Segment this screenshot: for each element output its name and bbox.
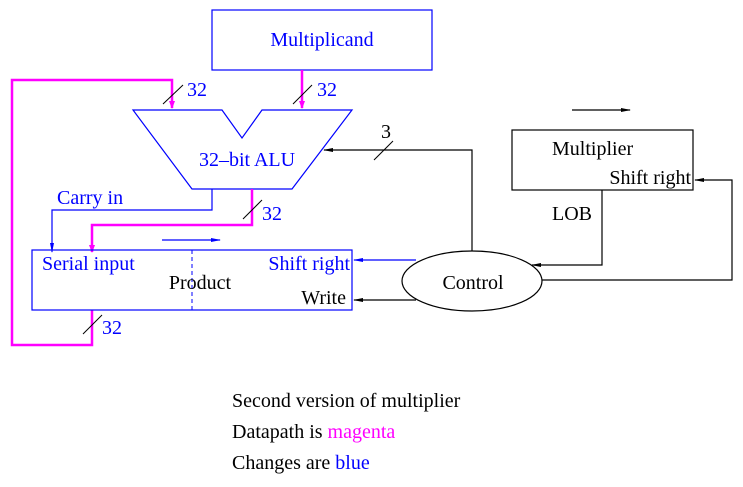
multiplicand-label: Multiplicand <box>270 29 373 51</box>
control-to-alu-line <box>323 148 473 251</box>
product-label: Product <box>169 272 232 294</box>
bus-width-product-out: 32 <box>102 317 122 339</box>
control-label: Control <box>442 272 504 294</box>
bus-width-slash <box>292 84 313 105</box>
caption-changes-color: blue <box>335 452 370 474</box>
bus-width-slash <box>162 84 184 105</box>
multiplier-label: Multiplier <box>552 138 633 160</box>
lob-label: LOB <box>552 203 592 225</box>
product-write-label: Write <box>301 287 346 309</box>
caption-datapath-text: Datapath is <box>232 421 328 443</box>
bus-width-alu-left: 32 <box>187 79 207 101</box>
alu: 32–bit ALU <box>131 109 354 190</box>
bus-width-slash <box>373 140 394 161</box>
alu-label: 32–bit ALU <box>199 149 296 171</box>
carry-in-label: Carry in <box>57 187 123 209</box>
caption-datapath-color: magenta <box>327 421 396 443</box>
caption-line-2: Datapath is magenta <box>232 421 395 444</box>
product-register: Serial input Product Shift right Write <box>31 249 353 311</box>
bus-width-slash <box>82 314 103 335</box>
control-unit: Control <box>401 250 543 312</box>
alu-shape <box>131 109 354 190</box>
carry-in-line <box>50 189 213 253</box>
bus-width-alu-out: 32 <box>262 203 282 225</box>
product-to-alu-bus <box>10 78 175 347</box>
control-to-multiplier-shift-line <box>542 178 733 281</box>
product-shift-right-label: Shift right <box>268 253 350 275</box>
caption-line-1: Second version of multiplier <box>232 390 460 413</box>
alu-control-width: 3 <box>381 121 391 143</box>
multiplicand-register: Multiplicand <box>211 9 433 71</box>
caption-changes-text: Changes are <box>232 452 336 474</box>
serial-input-label: Serial input <box>42 253 135 275</box>
caption-title: Second version of multiplier <box>232 390 461 412</box>
multiplier-register: Multiplier Shift right <box>511 129 694 191</box>
bus-width-alu-right: 32 <box>317 79 337 101</box>
multiplicand-box <box>211 9 433 71</box>
bus-width-slash <box>242 199 263 220</box>
multiplier-shift-right-label: Shift right <box>609 167 691 189</box>
alu-to-product-bus <box>89 189 254 253</box>
lob-line <box>531 190 603 267</box>
caption-line-3: Changes are blue <box>232 452 370 475</box>
